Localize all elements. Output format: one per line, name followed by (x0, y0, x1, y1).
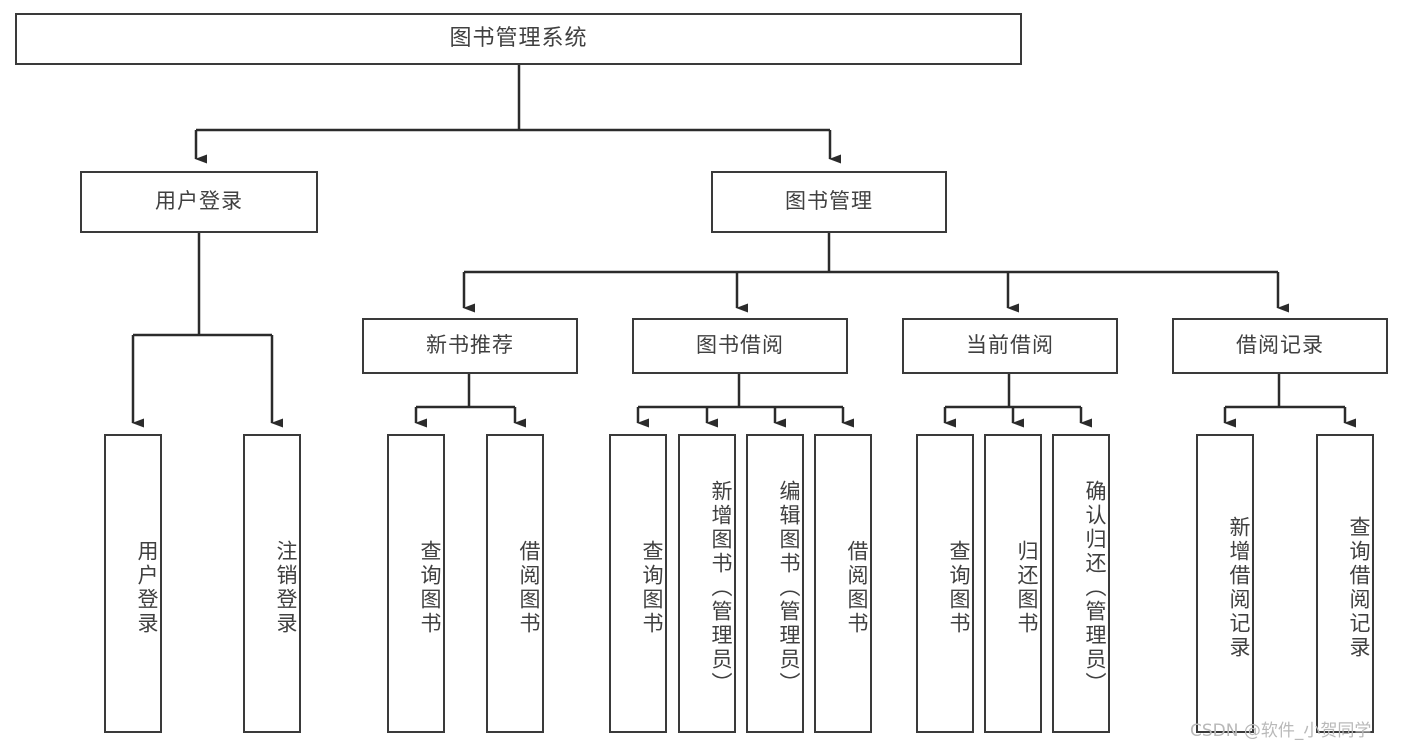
leaf-current-borrow-query-book[interactable]: 查询图书 (916, 434, 974, 733)
node-borrow-record[interactable]: 借阅记录 (1172, 318, 1388, 374)
leaf-book-borrow-query-book[interactable]: 查询图书 (609, 434, 667, 733)
leaf-new-book-borrow-book[interactable]: 借阅图书 (486, 434, 544, 733)
node-book-borrow[interactable]: 图书借阅 (632, 318, 848, 374)
leaf-user-login-login[interactable]: 用户登录 (104, 434, 162, 733)
watermark: CSDN @软件_小贺同学 (1190, 721, 1372, 741)
node-user-login[interactable]: 用户登录 (80, 171, 318, 233)
leaf-current-borrow-return-book[interactable]: 归还图书 (984, 434, 1042, 733)
leaf-borrow-record-query-record[interactable]: 查询借阅记录 (1316, 434, 1374, 733)
leaf-borrow-record-add-record[interactable]: 新增借阅记录 (1196, 434, 1254, 733)
leaf-user-login-logout[interactable]: 注销登录 (243, 434, 301, 733)
leaf-book-borrow-borrow-book[interactable]: 借阅图书 (814, 434, 872, 733)
node-new-book-recommend[interactable]: 新书推荐 (362, 318, 578, 374)
node-current-borrow[interactable]: 当前借阅 (902, 318, 1118, 374)
leaf-current-borrow-confirm-return[interactable]: 确认归还（管理员） (1052, 434, 1110, 733)
leaf-new-book-query-book[interactable]: 查询图书 (387, 434, 445, 733)
node-root-system[interactable]: 图书管理系统 (15, 13, 1022, 65)
node-book-management[interactable]: 图书管理 (711, 171, 947, 233)
leaf-book-borrow-add-book[interactable]: 新增图书（管理员） (678, 434, 736, 733)
leaf-book-borrow-edit-book[interactable]: 编辑图书（管理员） (746, 434, 804, 733)
